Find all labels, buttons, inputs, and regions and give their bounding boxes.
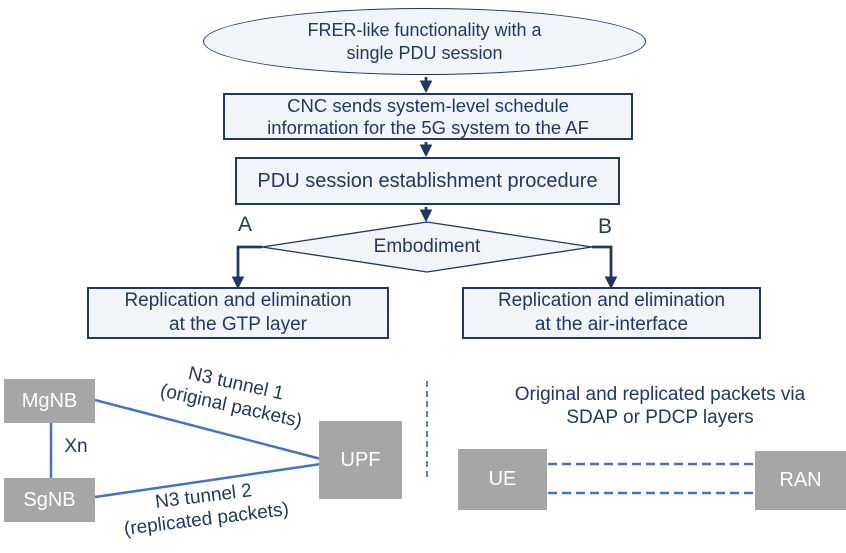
- xn-label: Xn: [64, 435, 88, 457]
- n3-tunnel-2-line: [94, 462, 322, 499]
- gtp-branch-box: Replication and elimination at the GTP l…: [87, 287, 389, 339]
- mgnb-node: MgNB: [4, 379, 95, 423]
- cnc-process-box: CNC sends system-level schedule informat…: [223, 93, 633, 140]
- arrow-decision-to-air: [592, 245, 618, 290]
- decision-label: Embodiment: [373, 236, 481, 257]
- air-branch-box: Replication and elimination at the air-i…: [462, 287, 761, 339]
- upf-node: UPF: [319, 421, 402, 499]
- ran-node: RAN: [755, 451, 846, 510]
- embodiment-b-caption: Original and replicated packets via SDAP…: [514, 384, 806, 428]
- sgnb-node: SgNB: [4, 478, 95, 522]
- branch-a-label: A: [237, 213, 252, 236]
- ue-node: UE: [458, 449, 547, 510]
- n3-tunnel-1-line: [94, 398, 322, 461]
- decision-diamond-shape: [261, 221, 593, 273]
- arrow-decision-to-gtp: [231, 245, 262, 290]
- pdu-process-box: PDU session establishment procedure: [235, 157, 620, 205]
- start-node: FRER-like functionality with a single PD…: [203, 8, 646, 75]
- branch-b-label: B: [597, 215, 612, 238]
